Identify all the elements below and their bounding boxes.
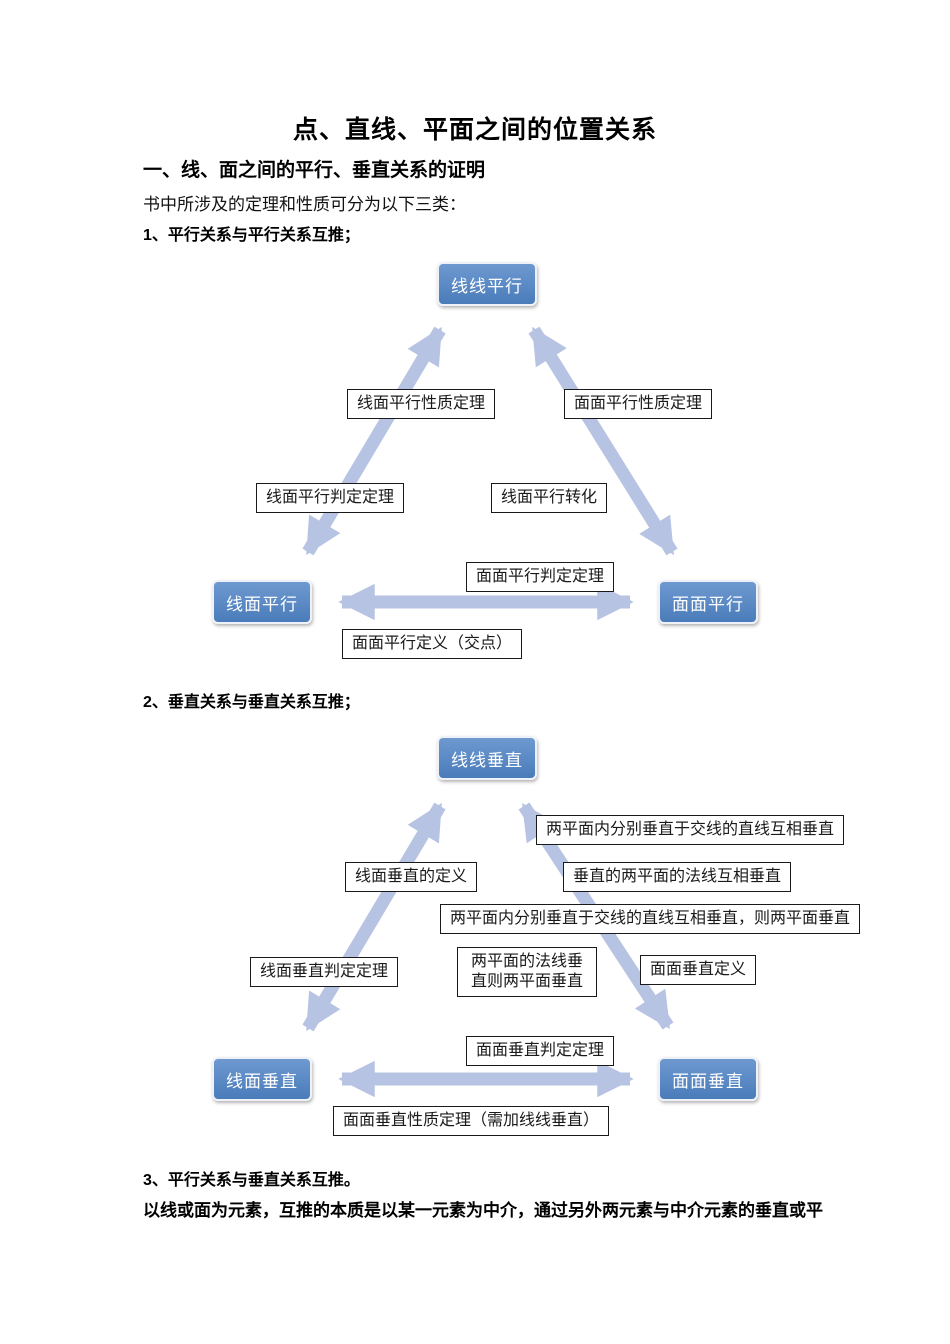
label-two-planes-lines-perpendicular-then-planes: 两平面内分别垂直于交线的直线互相垂直，则两平面垂直	[440, 904, 861, 934]
node-plane-plane-perpendicular: 面面垂直	[658, 1057, 758, 1101]
label-plane-plane-parallel-judgment-theorem: 面面平行判定定理	[466, 562, 615, 592]
label-plane-plane-perpendicular-property-theorem: 面面垂直性质定理（需加线线垂直）	[333, 1106, 610, 1136]
perpendicular-left-diagonal-double-arrow	[302, 802, 446, 1032]
section-heading: 一、线、面之间的平行、垂直关系的证明	[143, 160, 486, 181]
label-plane-plane-perpendicular-judgment-theorem: 面面垂直判定定理	[466, 1036, 615, 1066]
node-line-line-parallel: 线线平行	[437, 262, 537, 306]
label-normals-perpendicular-then-planes: 两平面的法线垂直则两平面垂直	[457, 947, 597, 997]
list-item-1: 1、平行关系与平行关系互推；	[143, 227, 360, 244]
parallel-right-diagonal-double-arrow	[528, 326, 678, 556]
intro-text: 书中所涉及的定理和性质可分为以下三类：	[143, 195, 466, 214]
label-line-plane-parallel-transform: 线面平行转化	[491, 483, 608, 513]
label-perpendicular-planes-normals: 垂直的两平面的法线互相垂直	[563, 862, 792, 892]
node-plane-plane-parallel: 面面平行	[658, 580, 758, 624]
label-two-planes-lines-perpendicular: 两平面内分别垂直于交线的直线互相垂直	[536, 815, 845, 845]
list-item-2: 2、垂直关系与垂直关系互推；	[143, 694, 360, 711]
label-plane-plane-perpendicular-definition: 面面垂直定义	[640, 955, 757, 985]
label-plane-plane-parallel-definition: 面面平行定义（交点）	[342, 629, 523, 659]
label-line-plane-parallel-property-theorem: 线面平行性质定理	[347, 389, 496, 419]
label-line-plane-perpendicular-judgment-theorem: 线面垂直判定定理	[250, 957, 399, 987]
label-plane-plane-parallel-property-theorem: 面面平行性质定理	[564, 389, 713, 419]
page-title: 点、直线、平面之间的位置关系	[292, 116, 657, 144]
node-line-plane-parallel: 线面平行	[212, 580, 312, 624]
node-line-plane-perpendicular: 线面垂直	[212, 1057, 312, 1101]
parallel-left-diagonal-double-arrow	[302, 326, 446, 556]
label-line-plane-perpendicular-definition: 线面垂直的定义	[345, 862, 478, 892]
node-line-line-perpendicular: 线线垂直	[437, 736, 537, 780]
closing-line: 以线或面为元素，互推的本质是以某一元素为中介，通过另外两元素与中介元素的垂直或平	[143, 1201, 823, 1220]
list-item-3: 3、平行关系与垂直关系互推。	[143, 1172, 360, 1189]
label-line-plane-parallel-judgment-theorem: 线面平行判定定理	[256, 483, 405, 513]
